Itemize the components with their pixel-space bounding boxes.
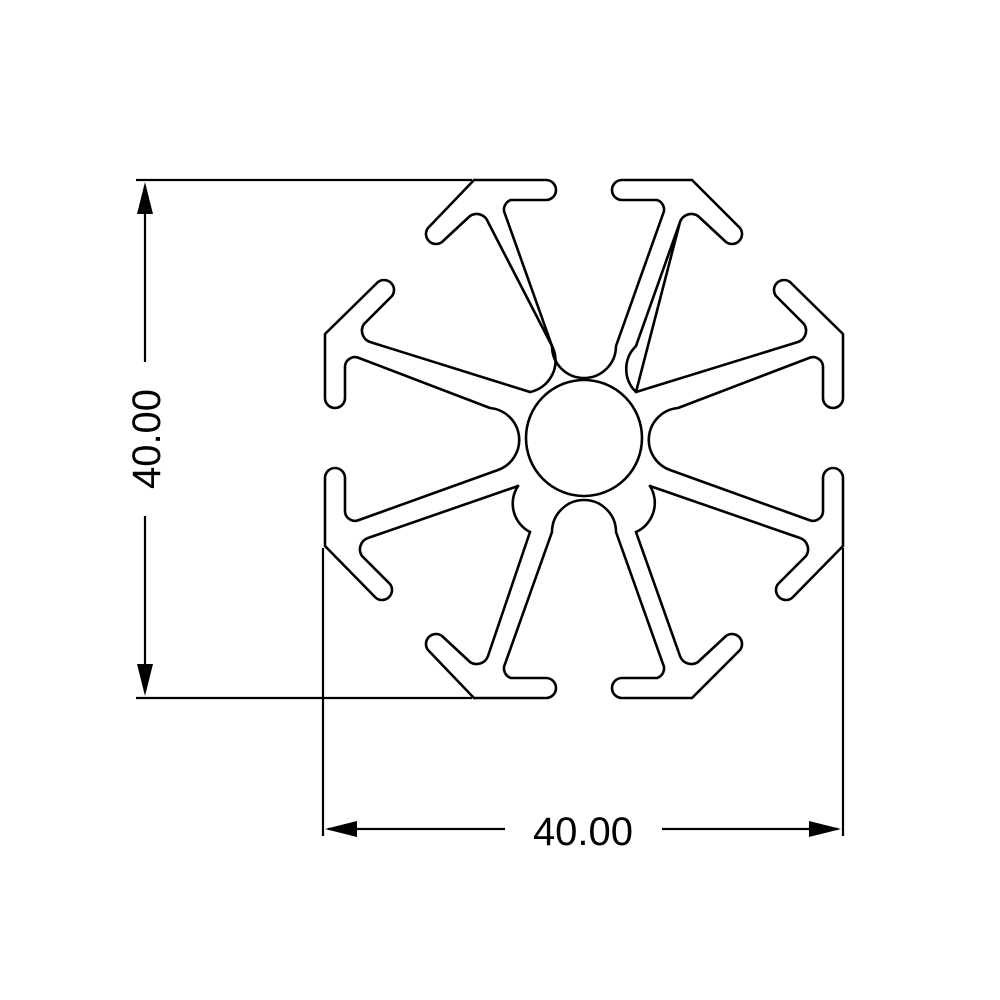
profile-lower-left-fillet bbox=[511, 484, 532, 534]
profile-bottom-slot bbox=[472, 498, 744, 700]
width-arrow-left bbox=[325, 821, 357, 837]
center-bore bbox=[524, 378, 644, 498]
height-dimension-label: 40.00 bbox=[125, 389, 169, 489]
height-arrow-top bbox=[137, 182, 153, 214]
width-arrow-right bbox=[809, 821, 841, 837]
width-dimension-label: 40.00 bbox=[533, 810, 633, 854]
profile-right-slot bbox=[647, 280, 845, 602]
profile-upper-right-web bbox=[634, 220, 808, 394]
extrusion-profile bbox=[323, 178, 845, 700]
height-dimension: 40.00 bbox=[125, 178, 472, 700]
profile-left-slot bbox=[323, 280, 521, 602]
height-arrow-bottom bbox=[137, 664, 153, 696]
profile-top-slot bbox=[472, 178, 744, 380]
width-dimension: 40.00 bbox=[321, 548, 845, 854]
profile-upper-left-web bbox=[360, 278, 532, 394]
profile-upper-left-fillet bbox=[528, 344, 557, 394]
profile-lower-right-fillet bbox=[634, 484, 657, 534]
profile-bottom-left-web bbox=[424, 530, 532, 700]
profile-upper-right-fillet bbox=[625, 344, 638, 394]
profile-top-left-web bbox=[424, 178, 554, 348]
